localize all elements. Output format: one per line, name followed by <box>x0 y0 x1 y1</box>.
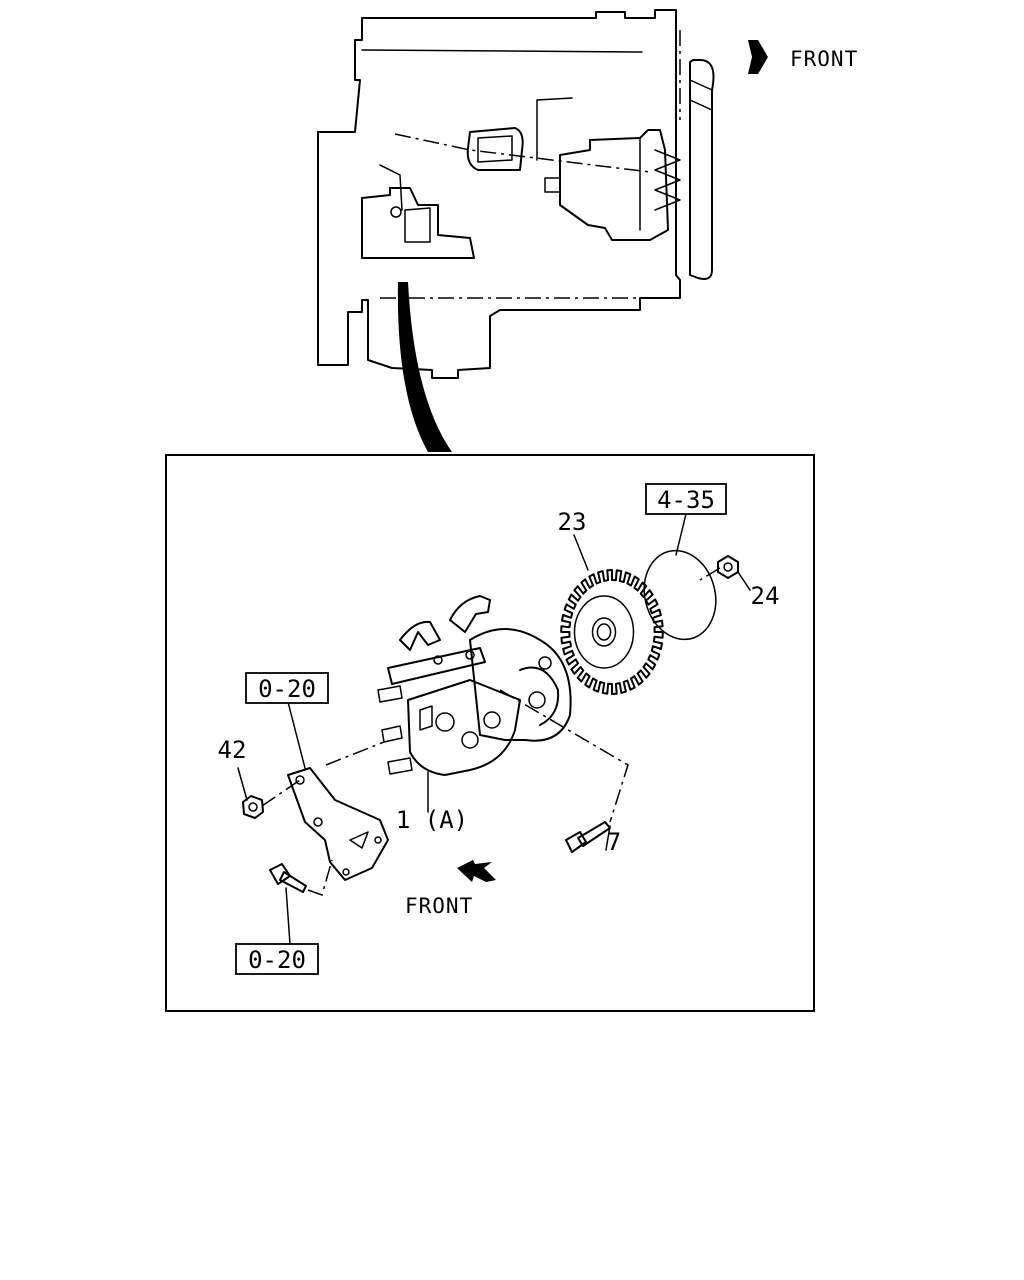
callout-gear: 23 <box>558 508 587 536</box>
radiator-hose <box>689 59 715 280</box>
block-top-line <box>361 49 643 53</box>
ref-box-bracket <box>245 672 329 704</box>
ref-label-bolt: 0-20 <box>248 946 306 974</box>
hose-detail <box>689 79 713 111</box>
callout-nut-top: 24 <box>751 582 780 610</box>
gear-bore <box>596 623 612 641</box>
pump-bracket <box>287 767 389 881</box>
front-arrow-top-icon <box>748 40 768 74</box>
ref-label-bracket: 0-20 <box>258 675 316 703</box>
gasket-ring <box>643 549 717 641</box>
callout-pump: 1 (A) <box>396 806 468 834</box>
detail-frame <box>165 454 815 1012</box>
pump-port <box>390 206 402 218</box>
front-arrow-detail-icon <box>457 860 496 882</box>
ref-label-gasket: 4-35 <box>657 486 715 514</box>
belt-teeth <box>639 137 681 231</box>
bolt-seven <box>565 821 611 853</box>
gear-teeth <box>560 569 664 695</box>
pipe-line <box>536 97 573 161</box>
timing-case <box>559 129 669 241</box>
shaft-stub <box>544 177 561 193</box>
ref-box-bolt <box>235 943 319 975</box>
centerline-upper <box>394 133 651 173</box>
engine-cover-inner <box>477 135 513 163</box>
bolt-lower <box>269 863 307 893</box>
detail-leader <box>397 282 452 452</box>
nut-top <box>717 555 739 579</box>
leader-lines <box>237 513 751 945</box>
ref-box-gasket <box>645 483 727 515</box>
engine-overview: FRONT <box>317 9 858 452</box>
callout-bolt: 7 <box>607 828 621 856</box>
drive-gear <box>560 569 664 695</box>
engine-cover <box>466 127 524 171</box>
callout-nut-left: 42 <box>218 736 247 764</box>
pump-location <box>361 187 475 259</box>
engine-block-outline <box>317 9 681 379</box>
front-label-top: FRONT <box>790 47 858 71</box>
gear-hub-outer <box>573 595 635 669</box>
gear-hub <box>591 617 617 647</box>
injection-pump <box>377 595 572 776</box>
front-label-detail: FRONT <box>405 894 473 918</box>
nut-left <box>242 795 264 819</box>
pump-flange <box>404 207 431 243</box>
pump-pipe <box>379 164 403 211</box>
